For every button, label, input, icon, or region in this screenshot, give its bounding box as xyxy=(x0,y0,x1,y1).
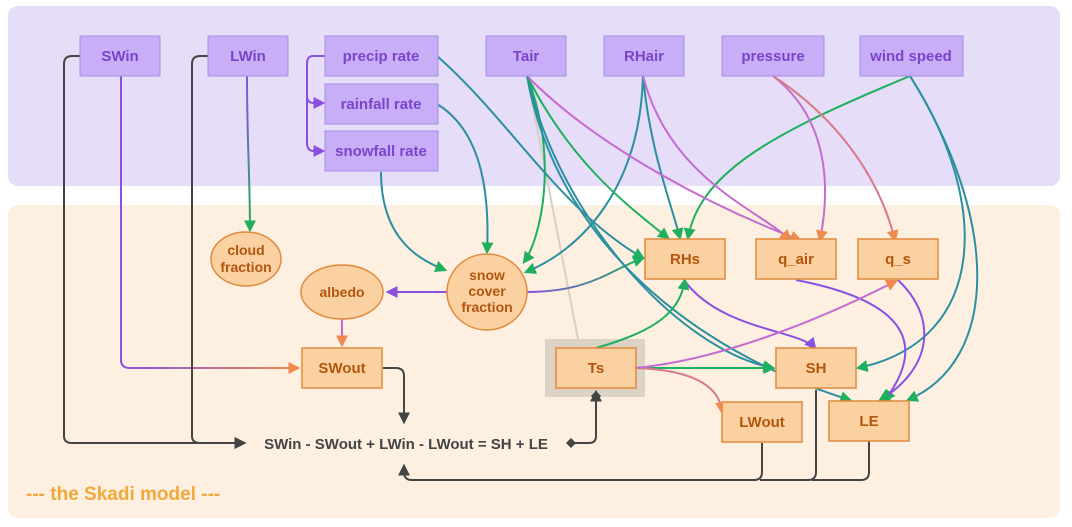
node-qs[interactable]: q_s xyxy=(857,238,939,280)
edge-wind-rhs xyxy=(683,75,911,241)
edge-precip-snowfall xyxy=(306,96,326,157)
node-cloud-label-1: cloud xyxy=(227,242,264,258)
node-ts[interactable]: Ts xyxy=(555,347,637,389)
edge-rainfall-snow xyxy=(436,103,494,255)
edge-ts-rhs xyxy=(595,277,690,349)
diamond-ts xyxy=(591,391,601,401)
node-albedo-label: albedo xyxy=(319,284,364,300)
edge-rhair-qair xyxy=(642,75,792,242)
edge-precip-rainfall xyxy=(306,55,326,109)
input-pressure[interactable]: pressure xyxy=(721,35,825,77)
node-le[interactable]: LE xyxy=(828,400,910,442)
node-sh-label: SH xyxy=(806,360,827,377)
node-albedo[interactable]: albedo xyxy=(300,264,384,320)
input-tair[interactable]: Tair xyxy=(485,35,567,77)
edge-tair-qair xyxy=(526,75,803,243)
node-qair-label: q_air xyxy=(778,251,814,268)
node-cloud-label-2: fraction xyxy=(220,259,271,275)
input-wind[interactable]: wind speed xyxy=(859,35,964,77)
node-snow-label-1: snow xyxy=(469,267,505,283)
edge-qair-le xyxy=(795,279,907,402)
edge-tair-snow xyxy=(522,75,546,264)
input-swin-label: SWin xyxy=(101,48,138,65)
input-precip[interactable]: precip rate xyxy=(324,35,439,77)
model-nodes: cloud fraction albedo snow cover fractio… xyxy=(210,231,939,443)
input-rhair-label: RHair xyxy=(624,48,664,65)
edge-pressure-qair xyxy=(772,75,828,243)
edge-swout-equation xyxy=(383,367,410,425)
input-pressure-label: pressure xyxy=(741,48,804,65)
node-qair[interactable]: q_air xyxy=(755,238,837,280)
input-rhair[interactable]: RHair xyxy=(603,35,685,77)
node-le-label: LE xyxy=(859,413,878,430)
edge-rhair-rhs xyxy=(642,75,684,241)
edge-equation-ts xyxy=(568,389,602,444)
input-lwin[interactable]: LWin xyxy=(207,35,289,77)
edge-swin-equation xyxy=(63,55,247,449)
node-ts-label: Ts xyxy=(588,360,604,377)
edge-rhs-sh xyxy=(683,279,817,350)
node-lwout[interactable]: LWout xyxy=(721,401,803,443)
node-rhs[interactable]: RHs xyxy=(644,238,726,280)
edge-tair-rhs xyxy=(526,75,670,240)
connectors xyxy=(63,55,979,481)
node-snow-label-2: cover xyxy=(468,283,506,299)
edge-lwin-cloud xyxy=(243,75,256,233)
input-wind-label: wind speed xyxy=(869,48,952,65)
edge-precip-rhs xyxy=(436,55,646,260)
edge-lwout-equation xyxy=(398,443,763,481)
edge-lwin-equation xyxy=(191,55,247,449)
diagram-title: --- the Skadi model --- xyxy=(26,484,220,505)
edge-pressure-qs xyxy=(772,75,899,243)
input-snowfall-label: snowfall rate xyxy=(335,143,427,160)
input-precip-label: precip rate xyxy=(343,48,420,65)
node-swout-label: SWout xyxy=(318,360,365,377)
edge-le-bottom xyxy=(812,441,870,481)
node-swout[interactable]: SWout xyxy=(301,347,383,389)
edge-wind-le xyxy=(905,75,979,402)
node-qs-label: q_s xyxy=(885,251,911,268)
input-tair-label: Tair xyxy=(513,48,540,65)
node-snow-cover-fraction[interactable]: snow cover fraction xyxy=(446,253,528,331)
input-lwin-label: LWin xyxy=(230,48,266,65)
node-sh[interactable]: SH xyxy=(775,347,857,389)
edge-ts-lwout xyxy=(634,367,728,415)
input-snowfall[interactable]: snowfall rate xyxy=(324,130,439,172)
input-rainfall-label: rainfall rate xyxy=(341,96,422,113)
edge-swin-swout xyxy=(120,76,301,374)
node-lwout-label: LWout xyxy=(739,414,785,431)
node-snow-label-3: fraction xyxy=(461,299,512,315)
input-rainfall[interactable]: rainfall rate xyxy=(324,83,439,125)
edge-rhair-snow xyxy=(523,75,644,274)
node-cloud-fraction[interactable]: cloud fraction xyxy=(210,231,282,287)
input-nodes: SWin LWin precip rate rainfall rate snow… xyxy=(79,35,964,172)
edge-ts-qs xyxy=(634,279,899,369)
edge-qs-le xyxy=(877,279,926,402)
edge-snow-rhs xyxy=(526,255,646,293)
edge-snowfall-snow xyxy=(380,171,448,273)
energy-balance-equation: SWin - SWout + LWin - LWout = SH + LE xyxy=(264,436,548,453)
edge-sh-bottom xyxy=(760,390,817,481)
input-swin[interactable]: SWin xyxy=(79,35,161,77)
node-rhs-label: RHs xyxy=(670,251,700,268)
edge-tair-ts xyxy=(526,75,579,340)
diamond-equation xyxy=(566,438,576,448)
